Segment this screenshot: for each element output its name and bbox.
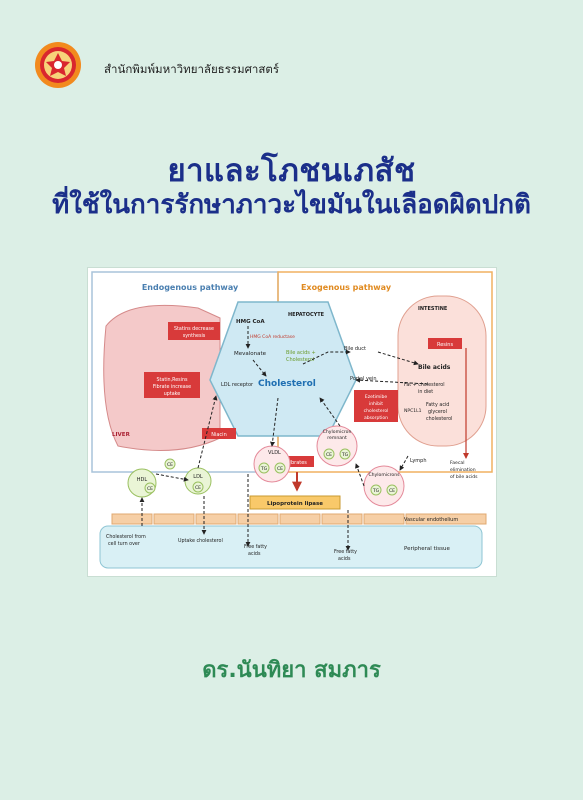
mevalonate-label: Mevalonate: [234, 351, 267, 357]
ffa2-2: acids: [338, 556, 351, 562]
bile-duct-label: Bile duct: [344, 346, 366, 352]
chylomicrons-label: Chylomicrons: [368, 472, 400, 478]
lipoprotein-lipase-label: Lipoprotein lipase: [267, 501, 323, 507]
faecal-3: of bile acids: [450, 474, 478, 480]
author-name: ดร.นันทิยา สมภาร: [202, 658, 381, 683]
vascular-endothelium-label: Vascular endothelium: [404, 517, 458, 523]
chol-turnover-2: cell turn over: [108, 541, 140, 547]
vldl-label: VLDL: [268, 450, 281, 456]
ezetimibe-2: inhibit: [369, 401, 383, 407]
fibrates-box: [280, 456, 314, 467]
chol-turnover-1: Cholesterol from: [106, 534, 146, 540]
niacin-label: Niacin: [211, 432, 227, 438]
ce-label-6: CE: [389, 488, 395, 494]
bile-acids-chol-2: Cholesterol: [286, 357, 314, 363]
university-seal-logo: [35, 42, 81, 88]
npc1l1-label: NPC1L1: [404, 408, 422, 414]
peripheral-tissue-label: Peripheral tissue: [404, 546, 450, 552]
statin-resins-3: uptake: [164, 391, 181, 397]
bile-acids-chol-1: Bile acids +: [286, 350, 316, 356]
fatty-acid-2: glycerol: [428, 409, 447, 415]
hepatocyte-label: HEPATOCYTE: [288, 312, 325, 318]
niacin-box: [202, 428, 236, 439]
intestine-label: INTESTINE: [418, 306, 448, 312]
ezetimibe-1: Ezetimibe: [365, 394, 387, 400]
lymph-label: Lymph: [410, 458, 427, 464]
faecal-2: elimination: [450, 467, 476, 473]
pathway-arrows: [139, 326, 429, 551]
tg-label-1: TG: [260, 466, 268, 472]
book-title-line-1: ยาและโภชนเภสัช: [167, 153, 416, 189]
fat-chol-2: in diet: [418, 389, 433, 395]
ldl-label: LDL: [193, 474, 203, 480]
hdl-label: HDL: [137, 477, 148, 483]
chylo-remnant-1: Chylomicron: [323, 429, 352, 435]
liver-label: LIVER: [112, 432, 131, 438]
ezetimibe-box: [354, 390, 398, 422]
statins-decrease-2: synthesis: [183, 333, 206, 339]
hmg-coa-label: HMG CoA: [236, 319, 265, 325]
resins-label: Resins: [437, 342, 453, 348]
fatty-acid-3: cholesterol: [426, 416, 452, 422]
ce-label-4: CE: [277, 466, 283, 472]
ezetimibe-3: cholesterol: [364, 408, 389, 414]
faecal-1: Faecal: [450, 460, 464, 466]
ffa1-1: Free fatty: [244, 544, 267, 550]
tg-label-2: TG: [341, 452, 349, 458]
ce-label-3: CE: [147, 486, 153, 492]
portal-vein-label: Portal vein: [350, 376, 377, 382]
ce-label-1: CE: [167, 462, 173, 468]
ezetimibe-4: absorption: [364, 415, 388, 421]
hepatocyte-cell: [209, 301, 357, 437]
hmg-coa-reductase-label: HMG CoA reductase: [250, 334, 295, 340]
vascular-endothelium: [111, 513, 487, 525]
fat-chol-1: Fat + cholesterol: [404, 382, 445, 388]
ce-label-2: CE: [195, 485, 201, 491]
ldl-receptor-label: LDL receptor: [221, 382, 254, 388]
exogenous-label: Exogenous pathway: [301, 283, 392, 292]
ce-label-5: CE: [326, 452, 332, 458]
statins-decrease-box: [168, 322, 220, 340]
statin-resins-box: [144, 372, 200, 398]
cholesterol-label: Cholesterol: [258, 379, 316, 389]
intestine-shape: [397, 295, 487, 447]
publisher-name: สำนักพิมพ์มหาวิทยาลัยธรรมศาสตร์: [104, 62, 280, 76]
statins-decrease-1: Statins decrease: [174, 326, 214, 332]
endogenous-label: Endogenous pathway: [142, 283, 239, 292]
chylomicron-particle: [363, 465, 405, 507]
uptake-chol-label: Uptake cholesterol: [178, 538, 223, 544]
tg-label-3: TG: [372, 488, 380, 494]
book-title-line-2: ที่ใช้ในการรักษาภาวะไขมันในเลือดผิดปกติ: [52, 190, 531, 220]
ffa2-1: Free fatty: [334, 549, 357, 555]
ffa1-2: acids: [248, 551, 261, 557]
peripheral-tissue-box: [99, 525, 483, 569]
fatty-acid-1: Fatty acid: [426, 402, 449, 408]
statin-resins-2: Fibrate increase: [153, 384, 191, 390]
bile-acids-label: Bile acids: [418, 364, 451, 371]
fibrates-label: Fibrates: [287, 460, 307, 466]
lipoprotein-lipase-box: [249, 495, 341, 510]
lipid-metabolism-diagram: Endogenous pathway Exogenous pathway LIV…: [88, 268, 496, 576]
resins-box: [428, 338, 462, 349]
statin-resins-1: Statin,Resins: [156, 377, 188, 383]
chylo-remnant-2: remnant: [327, 435, 347, 441]
